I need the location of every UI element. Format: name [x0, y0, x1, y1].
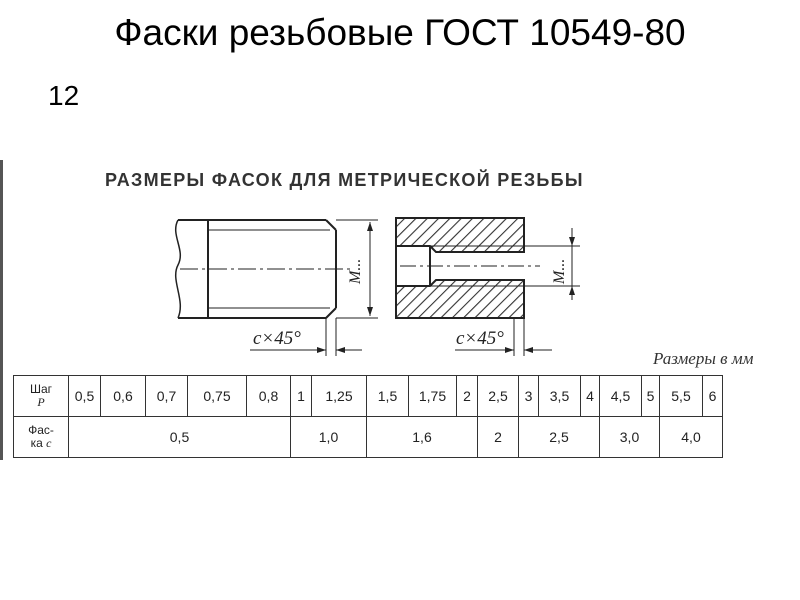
pitch-header-word: Шаг	[29, 382, 53, 396]
external-thread-drawing	[175, 219, 378, 356]
pitch-cell: 5,5	[659, 375, 703, 417]
pitch-cell: 3,5	[538, 375, 581, 417]
pitch-cell: 0,5	[68, 375, 101, 417]
pitch-cell: 1,75	[408, 375, 457, 417]
pitch-cell: 2,5	[477, 375, 519, 417]
external-diameter-label: М...	[347, 259, 364, 285]
page-number: 12	[48, 80, 80, 111]
pitch-cell: 1,5	[366, 375, 409, 417]
chamfer-cell: 2,5	[518, 416, 600, 458]
pitch-header: Шаг P	[13, 375, 69, 417]
internal-chamfer-label: c×45°	[456, 328, 504, 349]
chamfer-cell: 1,0	[290, 416, 367, 458]
chamfer-header-word: Фас-	[28, 423, 54, 437]
pitch-cell: 0,6	[100, 375, 146, 417]
figure-heading: РАЗМЕРЫ ФАСОК ДЛЯ МЕТРИЧЕСКОЙ РЕЗЬБЫ	[105, 170, 584, 190]
pitch-cell: 0,7	[145, 375, 188, 417]
internal-diameter-label: М...	[551, 259, 568, 285]
pitch-cell: 2	[456, 375, 478, 417]
pitch-header-symbol: P	[37, 395, 45, 409]
pitch-cell: 5	[641, 375, 660, 417]
slide-title: Фаски резьбовые ГОСТ 10549-80	[114, 12, 686, 53]
chamfer-cell: 2	[477, 416, 519, 458]
chamfer-header-symbol: c	[46, 436, 52, 450]
chamfer-cell: 3,0	[599, 416, 660, 458]
pitch-cell: 3	[518, 375, 539, 417]
chamfer-cell: 1,6	[366, 416, 478, 458]
pitch-cell: 0,75	[187, 375, 247, 417]
chamfer-header: Фас- ка c	[13, 416, 69, 458]
chamfer-cell: 4,0	[659, 416, 723, 458]
pitch-cell: 0,8	[246, 375, 291, 417]
external-chamfer-label: c×45°	[253, 328, 301, 349]
internal-thread-drawing	[395, 217, 580, 356]
pitch-cell: 4	[580, 375, 600, 417]
chamfer-cell: 0,5	[68, 416, 291, 458]
chamfer-header-word2: ка	[30, 436, 43, 450]
pitch-cell: 1	[290, 375, 312, 417]
pitch-cell: 1,25	[311, 375, 367, 417]
scan-left-edge	[0, 160, 3, 460]
units-note: Размеры в мм	[653, 349, 754, 368]
pitch-cell: 4,5	[599, 375, 642, 417]
pitch-cell: 6	[702, 375, 723, 417]
